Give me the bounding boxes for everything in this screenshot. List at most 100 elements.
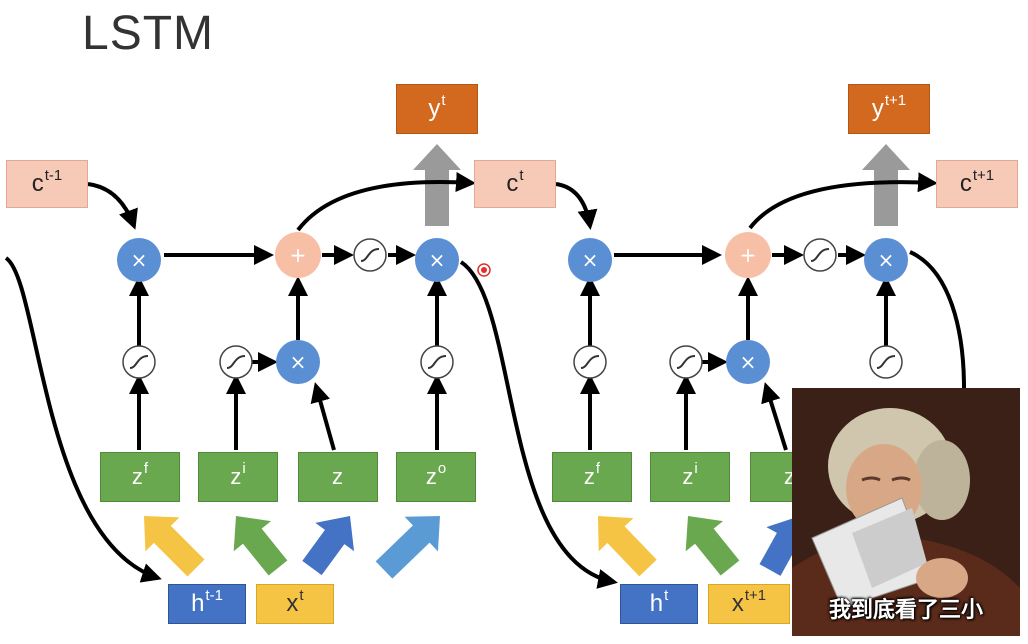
forget-sigmoid-node-next-curve [580, 355, 600, 369]
cell-tanh-node-curve [360, 248, 380, 262]
meme-eye-right [891, 476, 911, 482]
output-multiply-node [415, 238, 459, 282]
label-base: z [682, 464, 694, 489]
label-sup: t+1 [972, 166, 995, 184]
label-sup: o [437, 459, 447, 477]
input-multiply-node-next [726, 340, 770, 384]
label-sup: t-1 [44, 166, 63, 184]
meme-book-page [852, 508, 927, 588]
label-sup: t+1 [884, 91, 907, 109]
output-sigmoid-node-curve [427, 355, 447, 369]
node-layer: × + × × × + × × [117, 232, 908, 384]
forget-sigmoid-node-next [573, 345, 607, 379]
label-sup: f [595, 459, 601, 477]
cell-input-box: z [298, 452, 378, 502]
output-multiply-node-symbol: × [429, 248, 446, 272]
label-base: z [784, 464, 795, 489]
input-sigmoid-node [219, 345, 253, 379]
label-base: y [428, 95, 441, 122]
prev-hidden-loop [4, 256, 162, 583]
label-sup: t [299, 586, 304, 604]
cell-in-to-forget-mult [87, 182, 138, 230]
label-base: y [871, 95, 884, 122]
forget-multiply-node [117, 238, 161, 282]
forget-sigmoid-node [122, 345, 156, 379]
hidden-loop-next [909, 250, 966, 389]
label-sup: f [143, 459, 149, 477]
output-arrow-y-next [862, 144, 910, 226]
output-multiply-node-next [864, 238, 908, 282]
forget-multiply-node-symbol: × [131, 248, 148, 272]
pointer-dot-center [481, 267, 487, 273]
label-base: z [230, 464, 242, 489]
label-base: c [959, 170, 972, 197]
input-arrow-z [302, 516, 355, 576]
label-base: z [583, 464, 595, 489]
meme-image: 我到底看了三小 [792, 388, 1020, 636]
input-sigmoid-node-next-curve [676, 355, 696, 369]
z-to-input-mult [310, 382, 336, 451]
label-base: x [731, 590, 744, 617]
meme-eye-left [861, 476, 881, 482]
slide-title: LSTM [82, 7, 215, 60]
input-multiply-node-next-symbol: × [740, 350, 757, 374]
cell-add-node-symbol: + [290, 243, 307, 267]
output-sigmoid-node [420, 345, 454, 379]
label-sup: t-1 [205, 586, 223, 604]
input-multiply-node-symbol: × [290, 350, 307, 374]
cell-add-node-next-symbol: + [740, 243, 757, 267]
meme-wig-curl [914, 440, 970, 520]
label-sup: i [242, 459, 246, 477]
add-to-cell-out [296, 172, 476, 232]
label-base: c [506, 170, 519, 197]
label-base: x [286, 590, 299, 617]
meme-caption: 我到底看了三小 [828, 598, 983, 623]
label-base: c [31, 170, 44, 197]
cell-tanh-node-next-curve [810, 248, 830, 262]
output-sigmoid-node-next-curve [876, 355, 896, 369]
z-to-input-mult-next [761, 382, 788, 451]
add-to-cell-out-next [748, 172, 938, 230]
label-base: z [425, 464, 437, 489]
label-base: z [332, 464, 343, 489]
label-base: h [191, 590, 205, 617]
meme-hand [916, 558, 968, 598]
input-sigmoid-node-curve [226, 355, 246, 369]
forget-sigmoid-node-curve [129, 355, 149, 369]
forget-multiply-node-next-symbol: × [582, 248, 599, 272]
cell-tanh-node-next [803, 238, 837, 272]
output-multiply-node-next-symbol: × [878, 248, 895, 272]
cell-in-to-forget-mult-next [555, 182, 598, 230]
hidden-state-loop [459, 260, 618, 589]
label-sup: t+1 [744, 586, 767, 604]
output-arrow-y [413, 144, 461, 226]
label-sup: t [441, 91, 446, 109]
input-multiply-node [276, 340, 320, 384]
cell-tanh-node [353, 238, 387, 272]
input-arrow-zo [375, 516, 440, 579]
label-sup: i [694, 459, 698, 477]
label-base: h [649, 590, 664, 617]
input-arrow-zf [144, 516, 205, 577]
label-sup: t [519, 166, 524, 184]
forget-multiply-node-next [568, 238, 612, 282]
label-base: z [131, 464, 143, 489]
output-sigmoid-node-next [869, 345, 903, 379]
meme-portrait [792, 388, 1020, 636]
input-sigmoid-node-next [669, 345, 703, 379]
